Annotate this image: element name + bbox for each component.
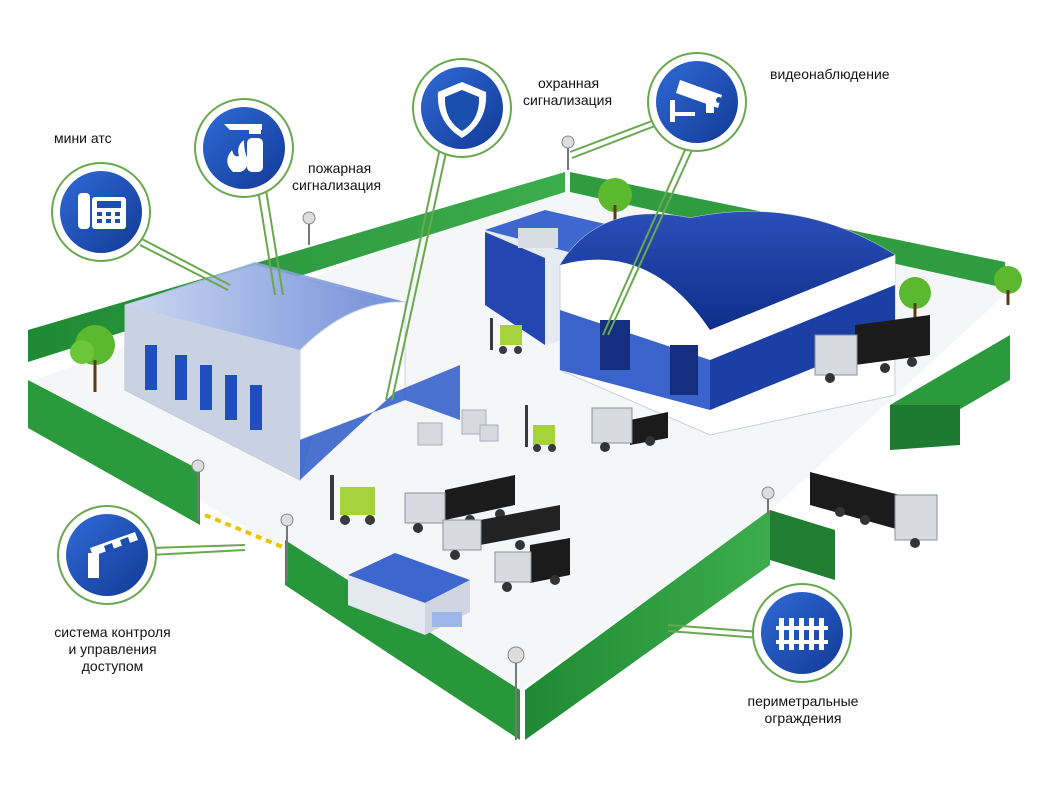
label-security-alarm: охранная сигнализация — [523, 75, 612, 109]
barrier-gate-icon — [88, 532, 138, 578]
lamp-posts — [191, 135, 775, 740]
right-warehouse — [485, 210, 896, 436]
trees — [70, 178, 1022, 392]
forklifts — [330, 318, 556, 525]
label-perimeter: периметральные ограждения — [728, 693, 878, 727]
label-perimeter-line1: периметральные — [747, 693, 859, 709]
label-fire-line1: пожарная — [308, 160, 372, 176]
cctv-camera-icon — [670, 80, 722, 122]
label-mini-ats: мини атс — [54, 130, 112, 146]
label-access-line2: и управления — [68, 641, 157, 657]
access-control-badge[interactable] — [57, 505, 157, 605]
fence-icon — [776, 618, 828, 650]
label-security-line1: охранная — [538, 75, 600, 91]
guardhouse — [348, 553, 470, 635]
left-warehouse — [124, 262, 460, 481]
perimeter-fence-badge[interactable] — [752, 583, 852, 683]
video-surveillance-badge[interactable] — [647, 52, 747, 152]
label-security-line2: сигнализация — [523, 92, 613, 108]
label-video: видеонаблюдение — [770, 66, 890, 82]
barrier-arm — [204, 513, 286, 550]
security-alarm-badge[interactable] — [412, 58, 512, 158]
shield-icon — [437, 82, 487, 138]
label-access-line1: система контроля — [54, 624, 171, 640]
label-access-line3: доступом — [81, 658, 144, 674]
label-fire-alarm: пожарная сигнализация — [292, 160, 381, 194]
fire-extinguisher-icon — [224, 124, 263, 172]
label-fire-line2: сигнализация — [292, 177, 382, 193]
label-perimeter-line2: ограждения — [764, 710, 842, 726]
connector-lines — [139, 117, 761, 639]
trucks — [404, 315, 938, 592]
label-access-control: система контроля и управления доступом — [30, 624, 195, 675]
crates — [417, 409, 499, 446]
fire-alarm-badge[interactable] — [194, 98, 294, 198]
mini-ats-badge[interactable] — [51, 162, 151, 262]
phone-icon — [78, 193, 126, 229]
